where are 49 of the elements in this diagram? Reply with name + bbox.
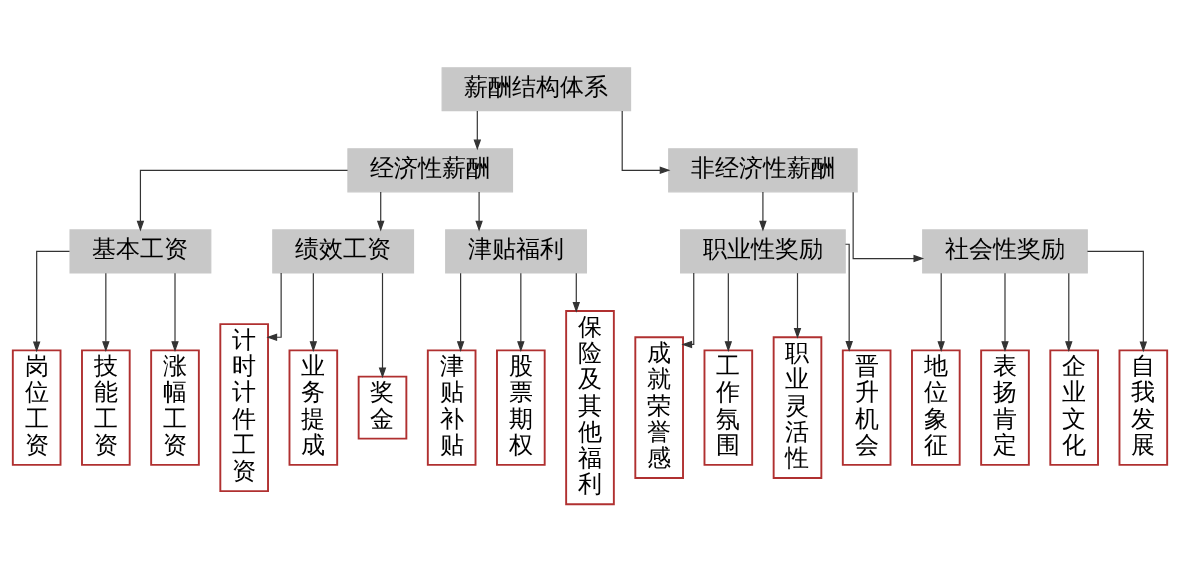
node-box: 经济性薪酬 <box>347 148 514 193</box>
node-box: 津贴补贴 <box>426 349 477 466</box>
arrow <box>724 272 733 352</box>
arrow <box>621 110 671 175</box>
node-box: 职业性奖励 <box>680 229 846 274</box>
arrow <box>844 243 853 352</box>
arrow <box>378 272 387 379</box>
arrow <box>793 272 802 339</box>
arrow <box>102 272 110 352</box>
node-box: 地位象征 <box>911 349 961 466</box>
node-box: 基本工资 <box>69 229 212 274</box>
arrow <box>136 169 349 232</box>
arrow <box>681 272 695 349</box>
arrow <box>32 250 71 353</box>
node-box: 社会性奖励 <box>922 229 1088 274</box>
node-box: 涨幅工资 <box>150 349 200 466</box>
node-box: 津贴福利 <box>445 229 587 274</box>
arrow <box>572 272 581 313</box>
node-box: 岗位工资 <box>11 349 62 466</box>
node-box: 成就荣誉感 <box>634 336 684 479</box>
node-box: 职业灵活性 <box>772 336 823 479</box>
arrow <box>937 272 945 352</box>
node-box: 自我发展 <box>1118 349 1169 466</box>
node-box: 薪酬结构体系 <box>441 67 632 112</box>
node-box: 保险及其他福利 <box>565 310 615 506</box>
node-box: 技能工资 <box>81 349 131 466</box>
arrow <box>852 191 925 263</box>
node-box: 计时计件工资 <box>219 323 269 493</box>
arrow <box>517 272 525 352</box>
arrow <box>473 110 482 151</box>
arrow <box>376 191 385 232</box>
arrow <box>1001 272 1009 352</box>
node-box: 企业文化 <box>1049 349 1099 466</box>
node-box: 晋升机会 <box>841 349 892 466</box>
arrow <box>456 272 465 352</box>
arrow <box>475 191 483 232</box>
arrow <box>1065 272 1073 352</box>
arrow <box>759 191 767 232</box>
arrow <box>309 272 318 352</box>
arrow <box>1086 250 1148 353</box>
arrow <box>171 272 179 352</box>
arrow <box>266 272 282 342</box>
node-box: 股票期权 <box>496 349 546 466</box>
node-box: 业务提成 <box>288 349 339 466</box>
node-box: 表扬肯定 <box>980 349 1030 466</box>
node-box: 绩效工资 <box>272 229 415 274</box>
node-box: 奖金 <box>357 375 408 440</box>
node-box: 工作氛围 <box>703 349 754 466</box>
node-box: 非经济性薪酬 <box>668 148 858 193</box>
